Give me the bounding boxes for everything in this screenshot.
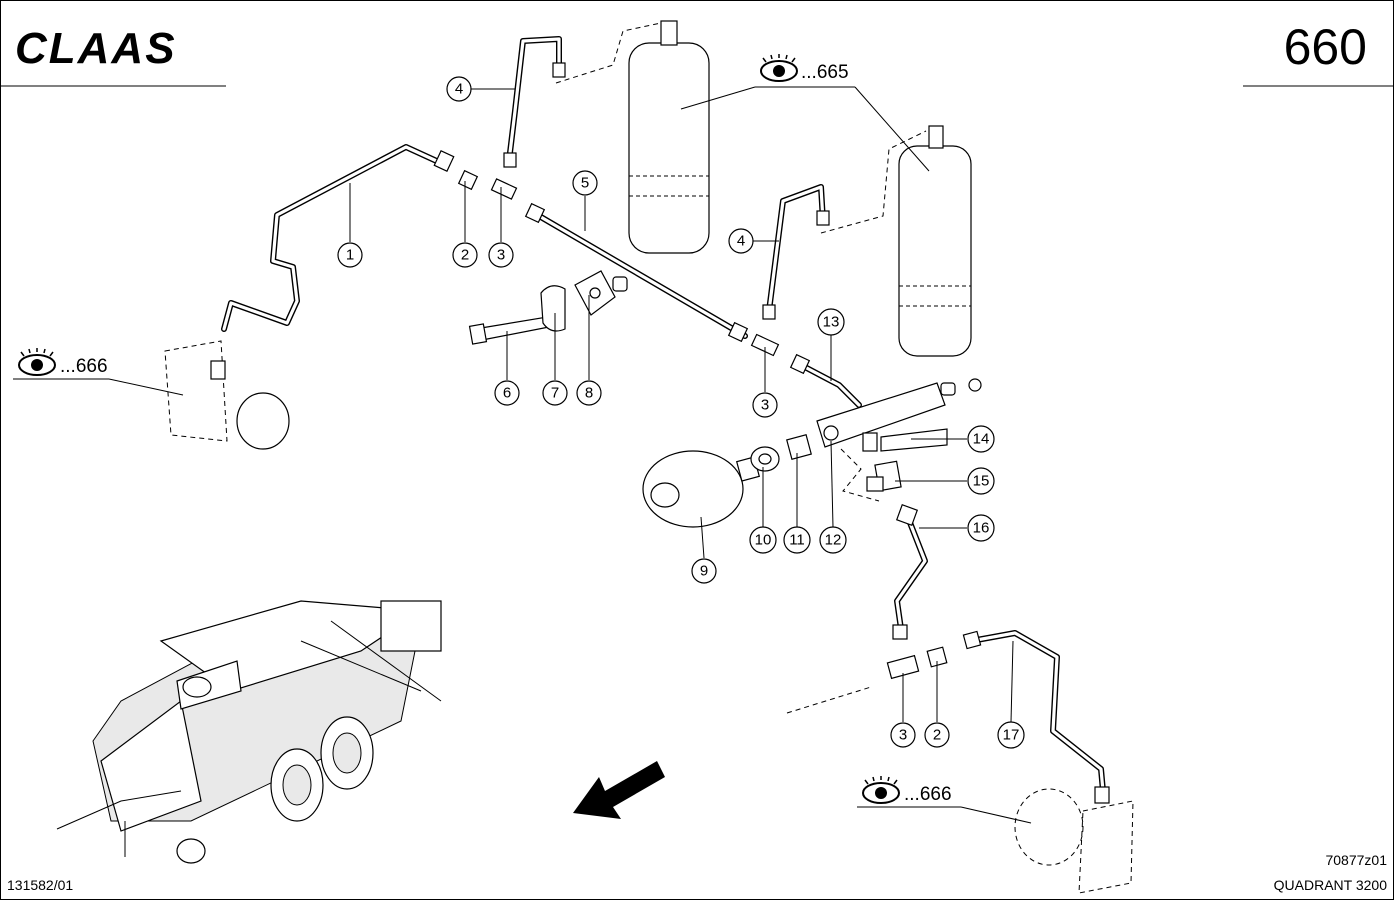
eye-icon — [862, 776, 900, 804]
document-id: 131582/01 — [7, 877, 73, 893]
eye-icon — [18, 348, 56, 376]
svg-text:4: 4 — [455, 81, 463, 98]
dashed-link-left — [555, 22, 662, 84]
mounting-bracket — [816, 378, 982, 527]
pipe-17 — [968, 630, 1106, 794]
callout-4[interactable]: 4 — [446, 76, 472, 102]
callout-7[interactable]: 7 — [542, 380, 568, 406]
clamp-assembly — [468, 270, 628, 345]
svg-text:16: 16 — [973, 520, 990, 537]
svg-text:2: 2 — [461, 247, 469, 264]
ref-666-right[interactable]: ...666 — [862, 776, 952, 805]
svg-text:14: 14 — [973, 431, 990, 448]
ref-665[interactable]: ...665 — [760, 54, 849, 83]
callout-3[interactable]: 3 — [488, 242, 514, 268]
svg-text:10: 10 — [755, 532, 772, 549]
travel-direction-arrow-icon — [573, 761, 665, 819]
callout-17[interactable]: 17 — [997, 721, 1025, 749]
model-name: QUADRANT 3200 — [1274, 877, 1388, 893]
callout-5[interactable]: 5 — [572, 170, 598, 196]
callout-8[interactable]: 8 — [576, 380, 602, 406]
callout-12[interactable]: 12 — [819, 526, 847, 554]
callout-6[interactable]: 6 — [494, 380, 520, 406]
svg-text:5: 5 — [581, 175, 589, 192]
drawing-id: 70877z01 — [1325, 852, 1387, 868]
callout-group: 1 2 3 4 4 5 6 7 8 3 13 14 15 16 9 10 11 … — [337, 76, 1025, 749]
eye-icon — [760, 54, 798, 82]
gas-spring-cylinder-right — [898, 125, 972, 357]
fittings-upper — [433, 62, 830, 375]
ref-666-left[interactable]: ...666 — [18, 348, 108, 377]
callout-2[interactable]: 2 — [924, 722, 950, 748]
svg-text:9: 9 — [700, 563, 708, 580]
callout-3[interactable]: 3 — [752, 392, 778, 418]
callout-4[interactable]: 4 — [728, 228, 754, 254]
ref-666-left-label: ...666 — [60, 356, 108, 377]
callout-13[interactable]: 13 — [817, 308, 845, 336]
pipe-1 — [221, 144, 444, 332]
page-number: 660 — [1284, 19, 1367, 75]
fittings-lower — [786, 624, 982, 714]
svg-text:15: 15 — [973, 473, 990, 490]
nut-washer-fitting — [750, 434, 812, 472]
ref-665-label: ...665 — [801, 62, 849, 83]
pipe-16 — [894, 512, 928, 632]
svg-text:11: 11 — [789, 532, 805, 549]
svg-text:3: 3 — [761, 397, 769, 414]
svg-text:13: 13 — [823, 314, 840, 331]
gas-spring-cylinder-left — [628, 20, 710, 254]
claas-logo: CLAAS — [15, 24, 177, 73]
callout-11[interactable]: 11 — [783, 526, 811, 554]
svg-text:8: 8 — [585, 385, 593, 402]
svg-text:12: 12 — [825, 532, 842, 549]
leader-lines — [13, 86, 1032, 824]
svg-text:4: 4 — [737, 233, 745, 250]
svg-text:17: 17 — [1003, 727, 1020, 744]
ref-666-right-label: ...666 — [904, 784, 952, 805]
hydraulic-motor-left — [164, 340, 290, 450]
pressure-accumulator — [642, 450, 761, 528]
svg-text:3: 3 — [497, 247, 505, 264]
callout-2[interactable]: 2 — [452, 242, 478, 268]
hydraulic-motor-right — [1014, 786, 1134, 894]
baler-machine-illustration — [56, 600, 442, 864]
callout-16[interactable]: 16 — [967, 514, 995, 542]
svg-text:3: 3 — [899, 727, 907, 744]
callout-9[interactable]: 9 — [691, 558, 717, 584]
svg-text:2: 2 — [933, 727, 941, 744]
svg-text:1: 1 — [346, 247, 354, 264]
callout-10[interactable]: 10 — [749, 526, 777, 554]
callout-14[interactable]: 14 — [967, 425, 995, 453]
callout-15[interactable]: 15 — [967, 467, 995, 495]
callout-1[interactable]: 1 — [337, 242, 363, 268]
callout-3[interactable]: 3 — [890, 722, 916, 748]
brand-logo-text: CLAAS — [15, 24, 177, 73]
svg-text:7: 7 — [551, 385, 559, 402]
svg-text:6: 6 — [503, 385, 511, 402]
